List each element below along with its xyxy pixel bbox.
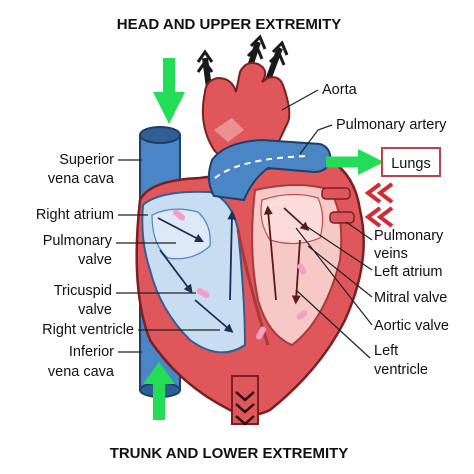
pulmonary-veins-label-line1: Pulmonary [374, 228, 444, 244]
bottom-heading: TRUNK AND LOWER EXTREMITY [110, 445, 349, 462]
descending-aorta-shape [231, 375, 259, 426]
left-ventricle-label-line1: Left [374, 343, 398, 359]
right-ventricle-label: Right ventricle [42, 322, 134, 338]
green-flow-arrows [143, 58, 384, 420]
pulmonary-artery-label: Pulmonary artery [336, 117, 447, 133]
mitral-valve-label: Mitral valve [374, 290, 447, 306]
pulmonary-valve-label-line2: valve [78, 252, 112, 268]
aorta-label: Aorta [322, 82, 358, 98]
superior-vena-cava-label-line2: vena cava [48, 171, 115, 187]
lungs-label: Lungs [391, 156, 431, 172]
tricuspid-valve-label-line1: Tricuspid [54, 283, 112, 299]
tricuspid-valve-label-line2: valve [78, 302, 112, 318]
aortic-valve-label: Aortic valve [374, 318, 449, 334]
leader-lines [116, 89, 373, 359]
pulmonary-veins-shape [321, 187, 355, 224]
inferior-vena-cava-label-line1: Inferior [69, 344, 114, 360]
top-heading: HEAD AND UPPER EXTREMITY [117, 16, 341, 33]
superior-vena-cava-label-line1: Superior [59, 152, 114, 168]
pulmonary-veins-label-line2: veins [374, 246, 408, 262]
left-labels: Superior vena cava Right atrium Pulmonar… [36, 152, 134, 380]
left-atrium-label: Left atrium [374, 264, 443, 280]
right-atrium-label: Right atrium [36, 207, 114, 223]
left-ventricle-label-line2: ventricle [374, 362, 428, 378]
lungs-box: Lungs [381, 147, 441, 177]
pulmonary-artery-shape [208, 138, 332, 202]
right-labels: Aorta Pulmonary artery Pulmonary veins L… [322, 82, 449, 378]
valve-highlights [172, 209, 308, 340]
lung-return-arrows [364, 182, 394, 228]
inferior-vena-cava-label-line2: vena cava [48, 364, 115, 380]
pulmonary-valve-label-line1: Pulmonary [43, 233, 113, 249]
